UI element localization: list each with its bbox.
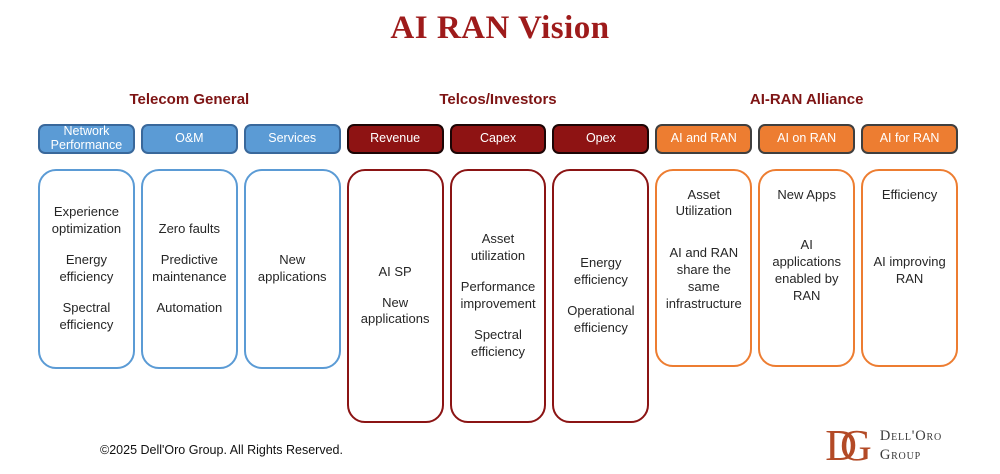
page-title: AI RAN Vision <box>390 10 610 46</box>
box-item: Automation <box>156 299 223 315</box>
box-item: AI and RAN share the same infrastructure <box>665 245 742 312</box>
column-services: Services New applications <box>243 124 341 369</box>
content-box-services: New applications <box>243 169 341 369</box>
delloro-logo: D G Dell'Oro Group <box>825 424 942 468</box>
box-item: New applications <box>257 252 327 284</box>
box-item: Experience optimization <box>51 204 122 237</box>
badge-oandm: O&M <box>140 124 238 154</box>
groups-row: Telecom General Network Performance Expe… <box>38 91 959 423</box>
box-item: AI applications enabled by RAN <box>772 237 841 304</box>
box-item: Spectral efficiency <box>471 326 525 359</box>
box-item: AI SP <box>378 263 412 279</box>
content-box-revenue: AI SP New applications <box>346 169 444 423</box>
copyright-text: ©2025 Dell'Oro Group. All Rights Reserve… <box>100 443 343 457</box>
box-item: AI improving RAN <box>873 254 946 287</box>
group-label-telcos-investors: Telcos/Investors <box>439 91 557 108</box>
badge-network-performance: Network Performance <box>38 124 135 154</box>
box-item: Spectral efficiency <box>59 299 114 332</box>
column-ai-for-ran: AI for RAN Efficiency AI improving RAN <box>861 124 959 367</box>
column-oandm: O&M Zero faults Predictive maintenance A… <box>140 124 238 369</box>
badge-ai-on-ran: AI on RAN <box>758 124 856 154</box>
badge-services: Services <box>243 124 341 154</box>
column-ai-and-ran: AI and RAN Asset Utilization AI and RAN … <box>655 124 753 367</box>
content-box-ai-on-ran: New Apps AI applications enabled by RAN <box>758 169 856 367</box>
group-telcos-investors: Telcos/Investors Revenue AI SP New appli… <box>346 91 650 423</box>
badge-capex: Capex <box>449 124 547 154</box>
delloro-monogram-icon: D G <box>825 421 872 470</box>
box-heading: New Apps <box>777 187 836 202</box>
box-item: Zero faults <box>158 221 221 237</box>
box-item: Energy efficiency <box>573 255 628 288</box>
content-box-ai-and-ran: Asset Utilization AI and RAN share the s… <box>655 169 753 367</box>
delloro-wordmark: Dell'Oro Group <box>879 428 942 463</box>
box-item: Predictive maintenance <box>152 252 227 284</box>
badge-revenue: Revenue <box>346 124 444 154</box>
column-opex: Opex Energy efficiency Operational effic… <box>552 124 650 423</box>
group-telecom-general: Telecom General Network Performance Expe… <box>38 91 341 423</box>
column-revenue: Revenue AI SP New applications <box>346 124 444 423</box>
content-box-network-performance: Experience optimization Energy efficienc… <box>38 169 135 369</box>
box-item: Operational efficiency <box>567 303 635 335</box>
box-item: Energy efficiency <box>59 252 114 284</box>
badge-opex: Opex <box>552 124 650 154</box>
group-label-ai-ran-alliance: AI-RAN Alliance <box>749 91 864 108</box>
badge-ai-for-ran: AI for RAN <box>861 124 959 154</box>
box-heading: Asset Utilization <box>675 187 732 219</box>
column-ai-on-ran: AI on RAN New Apps AI applications enabl… <box>758 124 856 367</box>
column-capex: Capex Asset utilization Performance impr… <box>449 124 547 423</box>
box-item: Asset utilization <box>470 231 526 264</box>
content-box-capex: Asset utilization Performance improvemen… <box>449 169 547 423</box>
group-ai-ran-alliance: AI-RAN Alliance AI and RAN Asset Utiliza… <box>655 91 959 423</box>
content-box-oandm: Zero faults Predictive maintenance Autom… <box>140 169 238 369</box>
box-item: Performance improvement <box>460 279 536 311</box>
content-box-opex: Energy efficiency Operational efficiency <box>552 169 650 423</box>
box-item: New applications <box>360 294 430 327</box>
content-box-ai-for-ran: Efficiency AI improving RAN <box>861 169 959 367</box>
group-label-telecom-general: Telecom General <box>129 91 250 108</box>
column-network-performance: Network Performance Experience optimizat… <box>38 124 135 369</box>
box-heading: Efficiency <box>881 187 938 202</box>
badge-ai-and-ran: AI and RAN <box>655 124 753 154</box>
